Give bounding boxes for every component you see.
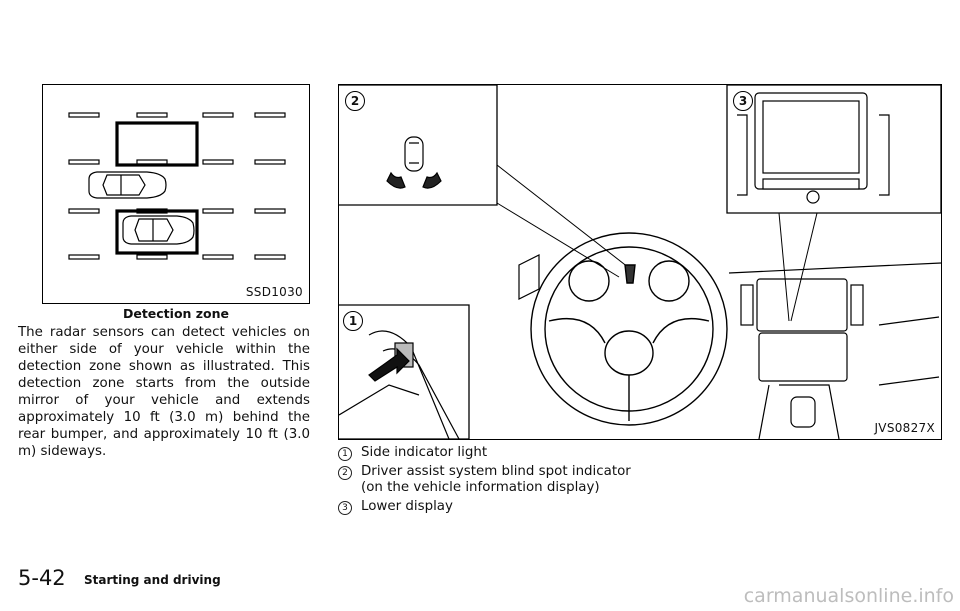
legend-number: 2 (338, 466, 352, 480)
figure-legend: 1 Side indicator light 2 Driver assist s… (338, 445, 638, 518)
center-stack-art (518, 254, 941, 439)
figure-caption: Detection zone (122, 306, 230, 321)
watermark: carmanualsonline.info (743, 585, 954, 607)
lane-row-4 (68, 254, 286, 260)
legend-item: 3 Lower display (338, 499, 638, 515)
steering-wheel-art (530, 232, 728, 426)
detection-zone-illustration (68, 112, 286, 260)
page-number: 5-42 (18, 566, 66, 590)
lane-row-1 (68, 112, 286, 118)
callout-2: 2 (345, 91, 365, 111)
own-vehicle (88, 171, 167, 199)
legend-text: Lower display (361, 499, 453, 514)
figure-code: JVS0827X (874, 421, 935, 435)
lower-display-art (737, 92, 890, 204)
legend-number: 3 (338, 501, 352, 515)
detected-vehicle (122, 215, 195, 245)
callout-1: 1 (343, 311, 363, 331)
figure-code: SSD1030 (245, 285, 303, 299)
side-indicator-art (339, 330, 460, 439)
dashboard-figure: 2 3 1 JVS0827X (338, 84, 942, 440)
detection-zone-upper (115, 121, 199, 167)
legend-item: 2 Driver assist system blind spot indica… (338, 464, 638, 496)
legend-number: 1 (338, 447, 352, 461)
legend-text: Driver assist system blind spot indicato… (361, 464, 631, 495)
dashboard-illustration (339, 85, 941, 439)
legend-item: 1 Side indicator light (338, 445, 638, 461)
inset-1-frame (339, 304, 470, 439)
detection-zone-figure: SSD1030 (42, 84, 310, 304)
callout-3: 3 (733, 91, 753, 111)
detection-zone-lower (115, 209, 199, 255)
legend-text: Side indicator light (361, 445, 488, 460)
leader-lines (496, 164, 818, 322)
detection-zone-paragraph: The radar sensors can detect vehicles on… (18, 325, 310, 459)
blind-spot-indicator-art (386, 136, 442, 189)
section-title: Starting and driving (84, 573, 221, 587)
lane-row-2 (68, 159, 286, 165)
